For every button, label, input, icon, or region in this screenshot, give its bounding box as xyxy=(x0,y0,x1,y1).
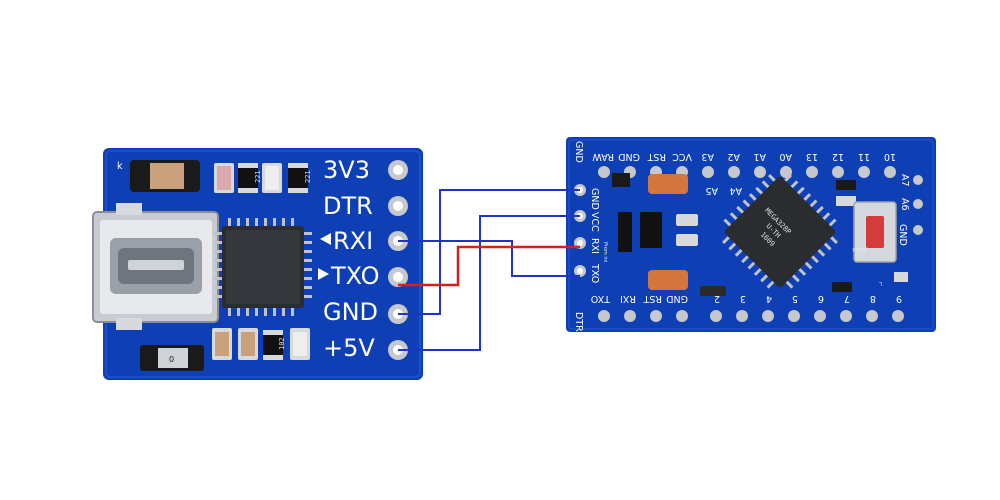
svg-text:VCC: VCC xyxy=(672,151,692,162)
svg-text:GND: GND xyxy=(589,188,600,210)
wires xyxy=(398,189,580,351)
svg-text:A6: A6 xyxy=(899,198,910,211)
adapter-corner-mark: k xyxy=(117,161,123,172)
adapter-pin-label-gnd: GND xyxy=(323,298,378,326)
promini-cap-1 xyxy=(648,174,688,194)
svg-text:A2: A2 xyxy=(727,151,740,162)
svg-text:A0: A0 xyxy=(779,151,792,162)
adapter-pin-label-txo: TXO xyxy=(330,262,379,290)
promini-cap-2 xyxy=(648,270,688,290)
resistor-code-1: 221 xyxy=(254,170,262,183)
pro-mini-board: GND RAW GND RST VCC A3 A2 A1 A0 13 12 11… xyxy=(566,137,936,332)
adapter-pin-holes xyxy=(388,160,408,360)
svg-text:VCC: VCC xyxy=(589,212,600,232)
promini-right-labels: A7 A6 GND xyxy=(897,174,910,246)
adapter-pin-label-dtr: DTR xyxy=(323,192,373,220)
svg-text:GND: GND xyxy=(897,224,908,246)
reset-label: Reset xyxy=(852,246,866,252)
wire-vcc xyxy=(398,215,580,351)
svg-text:RXI: RXI xyxy=(620,293,636,304)
svg-text:2: 2 xyxy=(714,293,720,304)
label-a4: A4 xyxy=(729,185,742,196)
wire-txo-to-rxi xyxy=(398,245,580,287)
svg-text:GND: GND xyxy=(666,293,688,304)
usb-uart-chip xyxy=(214,218,312,316)
svg-text:RAW: RAW xyxy=(592,151,614,162)
svg-text:9: 9 xyxy=(896,293,902,304)
svg-text:RST: RST xyxy=(643,293,662,304)
svg-text:12: 12 xyxy=(832,151,844,162)
svg-text:RXI: RXI xyxy=(589,238,600,254)
adapter-pin-label-3v3: 3V3 xyxy=(323,156,370,184)
svg-text:A3: A3 xyxy=(701,151,714,162)
cap-code: 0 xyxy=(169,355,174,364)
adapter-pin-label-rxi: RXI xyxy=(333,227,373,255)
svg-text:TXO: TXO xyxy=(589,263,600,283)
adapter-pin-label-5v: +5V xyxy=(323,334,375,362)
prom-ini-label: Prom ini xyxy=(602,242,608,262)
svg-text:7: 7 xyxy=(844,293,850,304)
svg-text:10: 10 xyxy=(884,151,896,162)
promini-top-labels: RAW GND RST VCC A3 A2 A1 A0 13 12 11 10 xyxy=(592,151,896,162)
rxi-arrow-icon xyxy=(320,233,331,245)
svg-text:3: 3 xyxy=(740,293,746,304)
svg-text:RST: RST xyxy=(647,151,666,162)
svg-text:GND: GND xyxy=(618,151,640,162)
reset-button xyxy=(853,201,897,263)
atmega328p-chip: MEGA328P U-TH 1609 xyxy=(722,174,838,289)
svg-text:11: 11 xyxy=(858,151,870,162)
promini-bottom-pins xyxy=(598,310,904,322)
txo-arrow-icon xyxy=(318,268,329,280)
usb-serial-adapter-board: k 221 221 xyxy=(92,148,423,380)
wire-rxi-to-txo xyxy=(398,240,580,277)
promini-right-pins xyxy=(913,175,923,235)
label-a5: A5 xyxy=(705,185,718,196)
promini-bottom-labels: TXO RXI RST GND 2 3 4 5 6 7 8 9 xyxy=(591,293,902,304)
svg-text:13: 13 xyxy=(806,151,818,162)
svg-text:4: 4 xyxy=(766,293,772,304)
l-led-label: L xyxy=(879,280,882,286)
wire-gnd xyxy=(398,189,580,315)
resistor-code-3: 102 xyxy=(278,337,286,350)
promini-left-labels: GND VCC RXI TXO DTR xyxy=(573,188,600,332)
svg-text:8: 8 xyxy=(870,293,876,304)
promini-corner-gnd: GND xyxy=(573,141,584,163)
resistor-code-2: 221 xyxy=(304,170,312,183)
svg-text:A1: A1 xyxy=(753,151,766,162)
svg-text:A7: A7 xyxy=(899,174,910,187)
svg-text:6: 6 xyxy=(818,293,824,304)
svg-text:5: 5 xyxy=(792,293,798,304)
svg-text:DTR: DTR xyxy=(573,312,584,332)
micro-usb-connector xyxy=(92,203,219,330)
svg-text:TXO: TXO xyxy=(591,293,611,304)
